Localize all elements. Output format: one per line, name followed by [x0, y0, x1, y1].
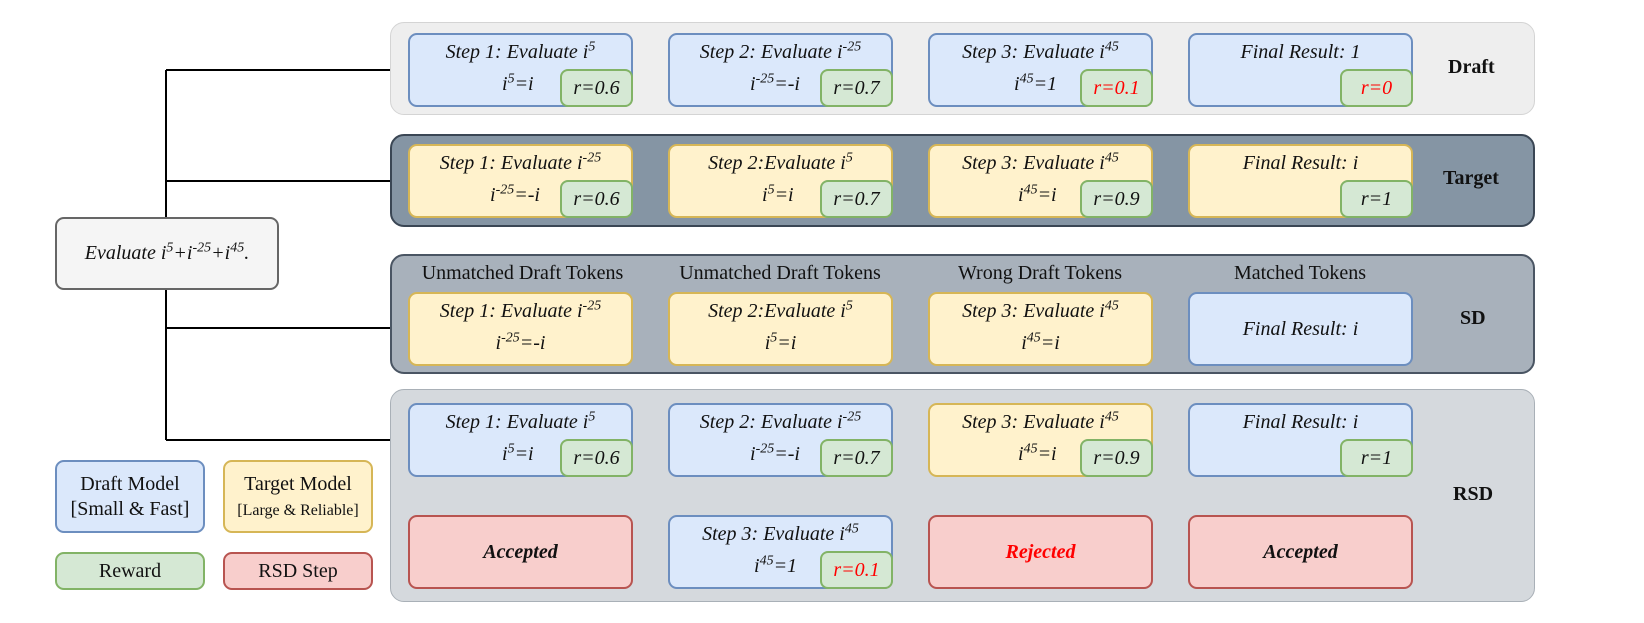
legend-reward: Reward — [55, 552, 205, 590]
rsd-step-2: Step 2: Evaluate i-25 i-25=-i r=0.7 — [668, 403, 893, 477]
rsd-final-reward: r=1 — [1340, 439, 1413, 477]
draft-step-1: Step 1: Evaluate i5 i5=i r=0.6 — [408, 33, 633, 107]
legend-draft-model-sub: [Small & Fast] — [70, 497, 190, 520]
sd-step-3-title: Step 3: Evaluate i45 — [962, 298, 1119, 322]
sd-header-3: Wrong Draft Tokens — [957, 262, 1123, 284]
sd-final: Final Result: i — [1188, 292, 1413, 366]
rsd-step-2-result: i-25=-i — [750, 441, 800, 465]
legend-target-model-label: Target Model — [244, 472, 352, 495]
draft-step-2-reward: r=0.7 — [820, 69, 893, 107]
rsd-redraft-result: i45=1 — [754, 553, 798, 577]
draft-step-1-title: Step 1: Evaluate i5 — [445, 39, 596, 63]
sd-header-2: Unmatched Draft Tokens — [679, 262, 881, 284]
target-step-3: Step 3: Evaluate i45 i45=i r=0.9 — [928, 144, 1153, 218]
question-text: Evaluate i5+i-25+i45. — [84, 240, 250, 264]
legend-rsd-step: RSD Step — [223, 552, 373, 590]
rsd-status-accepted-1: Accepted — [408, 515, 633, 589]
sd-step-2-result: i5=i — [764, 330, 797, 354]
draft-step-2: Step 2: Evaluate i-25 i-25=-i r=0.7 — [668, 33, 893, 107]
target-step-3-title: Step 3: Evaluate i45 — [962, 150, 1119, 174]
legend-rsd-step-label: RSD Step — [258, 559, 338, 582]
target-step-1: Step 1: Evaluate i-25 i-25=-i r=0.6 — [408, 144, 633, 218]
draft-step-2-title: Step 2: Evaluate i-25 — [699, 39, 862, 63]
rsd-step-3-reward: r=0.9 — [1080, 439, 1153, 477]
rsd-redraft-step-3: Step 3: Evaluate i45 i45=1 r=0.1 — [668, 515, 893, 589]
rsd-step-2-reward: r=0.7 — [820, 439, 893, 477]
draft-step-3-title: Step 3: Evaluate i45 — [962, 39, 1119, 63]
rsd-redraft-title: Step 3: Evaluate i45 — [702, 521, 859, 545]
draft-step-1-reward: r=0.6 — [560, 69, 633, 107]
draft-final-reward: r=0 — [1340, 69, 1413, 107]
rsd-step-3-result: i45=i — [1018, 441, 1057, 465]
target-row-label: Target — [1443, 167, 1499, 189]
target-step-2-result: i5=i — [762, 182, 794, 206]
sd-step-1-title: Step 1: Evaluate i-25 — [439, 298, 602, 322]
rsd-step-1-reward: r=0.6 — [560, 439, 633, 477]
question-box: Evaluate i5+i-25+i45. — [55, 217, 279, 290]
rsd-step-1-title: Step 1: Evaluate i5 — [445, 409, 596, 433]
rsd-final: Final Result: i r=1 — [1188, 403, 1413, 477]
sd-step-1-result: i-25=-i — [495, 330, 546, 354]
target-step-2-reward: r=0.7 — [820, 180, 893, 218]
draft-step-2-result: i-25=-i — [750, 71, 800, 95]
rsd-status-accepted-2: Accepted — [1188, 515, 1413, 589]
draft-step-3-result: i45=1 — [1014, 71, 1058, 95]
sd-step-3: Step 3: Evaluate i45 i45=i — [928, 292, 1153, 366]
rsd-step-1-result: i5=i — [502, 441, 534, 465]
sd-row-label: SD — [1460, 307, 1486, 329]
sd-final-title: Final Result: i — [1242, 317, 1359, 340]
target-step-2: Step 2:Evaluate i5 i5=i r=0.7 — [668, 144, 893, 218]
legend-target-model-sub: [Large & Reliable] — [237, 501, 359, 519]
rsd-step-3: Step 3: Evaluate i45 i45=i r=0.9 — [928, 403, 1153, 477]
sd-step-2-title: Step 2:Evaluate i5 — [708, 298, 853, 322]
draft-step-1-result: i5=i — [502, 71, 534, 95]
target-final-reward: r=1 — [1340, 180, 1413, 218]
rsd-status-rejected: Rejected — [928, 515, 1153, 589]
sd-header-4: Matched Tokens — [1233, 262, 1367, 284]
target-step-1-reward: r=0.6 — [560, 180, 633, 218]
draft-row-label: Draft — [1448, 56, 1495, 78]
sd-step-2: Step 2:Evaluate i5 i5=i — [668, 292, 893, 366]
target-step-3-reward: r=0.9 — [1080, 180, 1153, 218]
draft-step-3-reward: r=0.1 — [1080, 69, 1153, 107]
rsd-step-2-title: Step 2: Evaluate i-25 — [699, 409, 862, 433]
sd-step-1: Step 1: Evaluate i-25 i-25=-i — [408, 292, 633, 366]
target-final: Final Result: i r=1 — [1188, 144, 1413, 218]
legend-target-model: Target Model [Large & Reliable] — [223, 460, 373, 533]
rsd-row-label: RSD — [1453, 483, 1494, 505]
legend-draft-model-label: Draft Model — [80, 472, 180, 495]
target-step-3-result: i45=i — [1018, 182, 1057, 206]
rsd-redraft-reward: r=0.1 — [820, 551, 893, 589]
draft-final: Final Result: 1 r=0 — [1188, 33, 1413, 107]
target-step-1-result: i-25=-i — [490, 182, 540, 206]
target-step-1-title: Step 1: Evaluate i-25 — [439, 150, 602, 174]
target-final-title: Final Result: i — [1242, 152, 1359, 174]
draft-final-title: Final Result: 1 — [1240, 41, 1361, 63]
sd-step-3-result: i45=i — [1021, 330, 1060, 354]
legend-draft-model: Draft Model[Small & Fast] — [55, 460, 205, 533]
rsd-final-title: Final Result: i — [1242, 411, 1359, 433]
draft-step-3: Step 3: Evaluate i45 i45=1 r=0.1 — [928, 33, 1153, 107]
legend-reward-label: Reward — [98, 559, 162, 582]
rsd-step-3-title: Step 3: Evaluate i45 — [962, 409, 1119, 433]
rsd-step-1: Step 1: Evaluate i5 i5=i r=0.6 — [408, 403, 633, 477]
sd-header-1: Unmatched Draft Tokens — [421, 262, 624, 284]
target-step-2-title: Step 2:Evaluate i5 — [708, 150, 853, 174]
